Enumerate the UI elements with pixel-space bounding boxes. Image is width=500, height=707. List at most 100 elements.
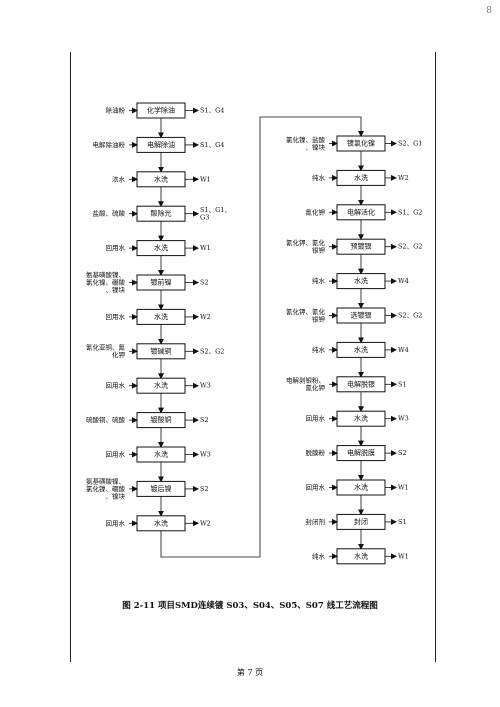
process-step-label: 水洗	[154, 450, 168, 459]
input-material: 盐酸、硫酸	[93, 209, 126, 218]
input-material: 回用水	[106, 243, 126, 252]
output-emission: S2、G2	[398, 243, 422, 251]
output-emission: S2	[200, 416, 209, 424]
process-step-label: 水洗	[154, 312, 168, 321]
input-material: 氨基磺酸镍、氯化镍、硼酸、镍块	[86, 270, 126, 294]
output-emission: W1	[398, 484, 409, 492]
flow-step-right_column-10	[329, 445, 397, 481]
output-emission: S2	[200, 485, 209, 493]
flow-step-left_column-4	[129, 205, 199, 242]
output-emission: S2、G1	[398, 140, 422, 148]
output-emission: S2	[398, 449, 407, 457]
output-emission: W4	[398, 277, 409, 285]
input-material: 除油粉	[106, 106, 126, 115]
page-number: 第 7 页	[236, 668, 264, 677]
process-step-label: 电解脱膜	[347, 448, 375, 457]
input-material: 纯水	[312, 345, 326, 354]
process-step-label: 水洗	[354, 345, 368, 354]
input-material: 纯水	[312, 173, 326, 182]
figure-caption: 图 2-11 项目SMD连续镀 S03、S04、S05、S07 线工艺流程图	[122, 601, 378, 611]
flow-step-right_column-11	[329, 479, 397, 516]
column-connector-line	[160, 116, 364, 558]
process-step-label: 镀碱铜	[151, 346, 172, 355]
flow-step-right_column-13	[329, 548, 397, 565]
flow-step-left_column-2	[129, 136, 199, 173]
input-material: 回用水	[106, 312, 126, 321]
flow-step-right_column-6	[329, 307, 397, 344]
input-material: 回用水	[106, 518, 126, 527]
flow-step-right_column-4	[329, 238, 397, 275]
flow-step-right_column-12	[329, 513, 397, 550]
input-material: 回用水	[306, 483, 326, 492]
process-step-label: 镀后镍	[151, 484, 172, 493]
process-step-label: 镀酸铜	[151, 415, 172, 424]
process-step-label: 水洗	[154, 243, 168, 252]
flow-step-right_column-9	[329, 410, 397, 447]
output-emission: S2、G2	[200, 347, 224, 355]
input-material: 氰化钾、氰化银钾	[286, 307, 326, 324]
input-material: 硫酸铜、硫酸	[86, 415, 126, 424]
process-step-label: 酸除光	[151, 209, 172, 218]
process-step-label: 水洗	[354, 276, 368, 285]
process-step-label: 选镀银	[351, 311, 372, 320]
process-step-label: 电解除油	[147, 140, 175, 149]
right-margin-line	[435, 52, 436, 662]
flow-step-left_column-1	[129, 102, 199, 139]
process-step-label: 水洗	[154, 518, 168, 527]
output-emission: S2、G2	[398, 312, 422, 320]
input-material: 回用水	[106, 381, 126, 390]
process-step-label: 水洗	[354, 551, 368, 560]
process-step-label: 水洗	[354, 173, 368, 182]
process-step-label: 封闭	[354, 517, 368, 526]
output-emission: W3	[398, 415, 409, 423]
flow-step-left_column-8	[129, 343, 199, 380]
flow-step-left_column-11	[129, 446, 199, 483]
input-material: 纯水	[312, 551, 326, 560]
corner-mark: 8	[486, 6, 492, 16]
process-step-label: 预镀银	[351, 242, 372, 251]
output-emission: S1、G4	[200, 141, 224, 149]
flow-step-right_column-2	[329, 169, 397, 206]
output-emission: S1	[398, 518, 407, 526]
output-emission: S1、G1、G3	[200, 206, 231, 222]
flow-step-left_column-12	[129, 480, 199, 517]
input-material: 回用水	[306, 414, 326, 423]
flow-step-left_column-5	[129, 240, 199, 276]
process-step-label: 镀氯化镍	[347, 139, 375, 148]
output-emission: W1	[200, 244, 211, 252]
input-material: 回用水	[106, 450, 126, 459]
input-material: 纯水	[312, 276, 326, 285]
output-emission: W2	[398, 174, 409, 182]
flow-step-left_column-6	[129, 274, 199, 311]
output-emission: W3	[200, 451, 211, 459]
output-emission: W4	[398, 346, 409, 354]
output-emission: W1	[200, 175, 211, 183]
input-material: 脱膜粉	[306, 448, 326, 457]
process-step-label: 化学除油	[147, 106, 175, 115]
input-material: 氰化钾、氰化银钾	[286, 238, 326, 255]
input-material: 电解除油粉	[93, 140, 126, 149]
output-emission: W2	[200, 519, 211, 527]
process-step-label: 水洗	[154, 174, 168, 183]
input-material: 浓水	[112, 174, 126, 183]
output-emission: S1	[398, 380, 407, 388]
process-step-label: 水洗	[354, 414, 368, 423]
process-step-label: 镀前镍	[151, 278, 172, 287]
flow-step-right_column-7	[329, 341, 397, 378]
flow-step-right_column-8	[329, 376, 397, 413]
flow-step-right_column-5	[329, 273, 397, 309]
input-material: 氰化钾	[306, 207, 326, 216]
input-material: 氰化亚铜、氰化钾	[86, 343, 126, 360]
output-emission: S1、G4	[200, 107, 224, 115]
process-step-label: 水洗	[354, 483, 368, 492]
output-emission: S1、G2	[398, 208, 422, 216]
process-step-label: 电解活化	[347, 207, 375, 216]
process-step-label: 电解脱银	[347, 379, 375, 388]
output-emission: W1	[398, 552, 409, 560]
process-step-label: 水洗	[154, 381, 168, 390]
input-material: 电解剥银粉、氰化钾	[286, 376, 325, 393]
input-material: 氨基磺酸镍、氯化镍、硼酸、镍块	[86, 476, 126, 500]
flow-step-left_column-10	[129, 412, 199, 448]
left-margin-line	[70, 52, 71, 662]
